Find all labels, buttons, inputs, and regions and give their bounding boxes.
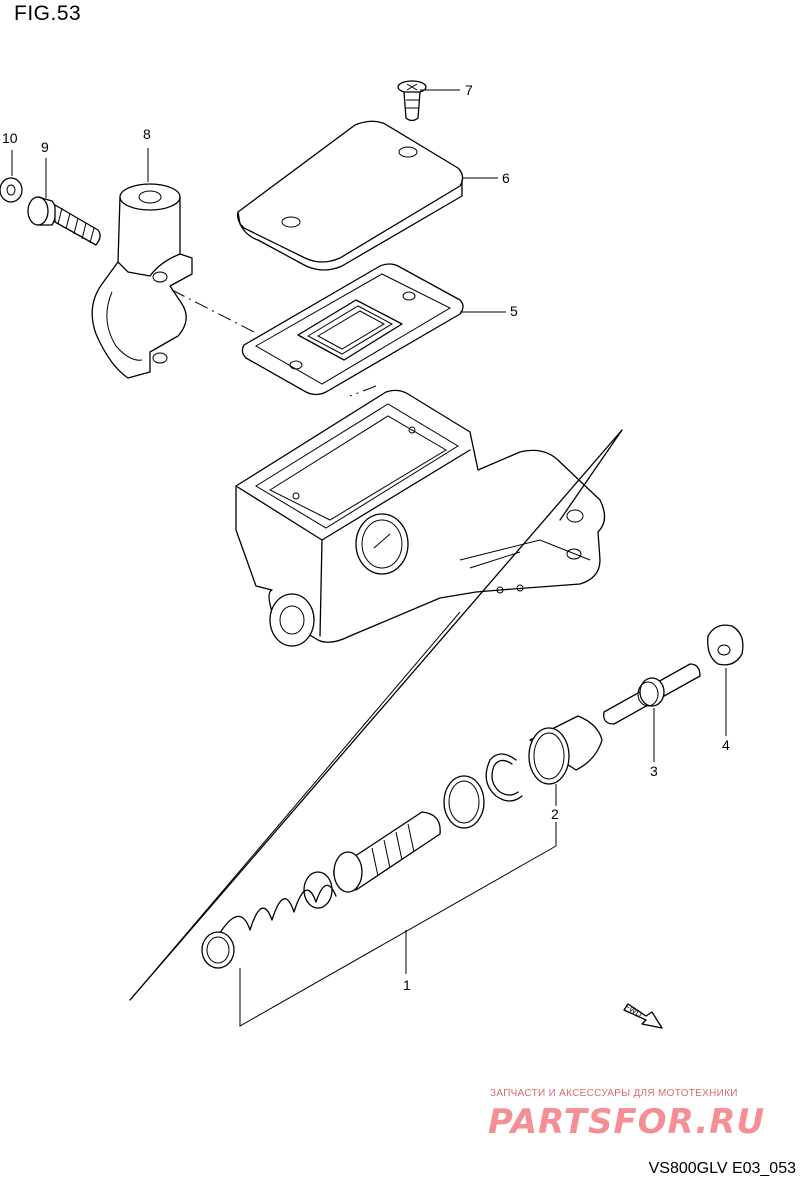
part-4-joint[interactable] xyxy=(707,624,744,666)
callout-1[interactable]: 1 xyxy=(403,977,411,993)
part-7-screw[interactable] xyxy=(397,80,427,122)
part-washer-ring[interactable] xyxy=(443,775,485,829)
callout-7[interactable]: 7 xyxy=(465,82,473,98)
part-3-push-rod[interactable] xyxy=(603,663,701,725)
part-8-clamp[interactable] xyxy=(91,183,193,379)
fwd-arrow-icon xyxy=(623,1003,663,1029)
centerline-diaphragm xyxy=(349,385,377,397)
part-circlip[interactable] xyxy=(485,753,523,802)
assembly-bracket-lines xyxy=(129,429,623,1001)
part-5-diaphragm[interactable] xyxy=(241,263,464,396)
assembly-bracket-lower xyxy=(129,611,461,1001)
figure-code: VS800GLV E03_053 xyxy=(648,1160,796,1177)
callout-6[interactable]: 6 xyxy=(502,170,510,186)
callout-2[interactable]: 2 xyxy=(551,806,559,822)
figure-title: FIG.53 xyxy=(14,2,82,25)
callout-9[interactable]: 9 xyxy=(41,139,49,155)
part-6-reservoir-cap[interactable] xyxy=(236,120,464,271)
part-9-bolt[interactable] xyxy=(27,196,101,246)
callout-8[interactable]: 8 xyxy=(143,126,151,142)
watermark-subtitle: ЗАПЧАСТИ И АКСЕССУАРЫ ДЛЯ МОТОТЕХНИКИ xyxy=(490,1088,738,1099)
part-2-boot[interactable] xyxy=(528,715,603,785)
callout-5[interactable]: 5 xyxy=(510,303,518,319)
part-1-piston[interactable] xyxy=(303,811,441,909)
master-cylinder-body xyxy=(235,389,606,647)
callout-10[interactable]: 10 xyxy=(2,130,18,146)
leader-lines xyxy=(11,89,727,1027)
callout-4[interactable]: 4 xyxy=(722,737,730,753)
centerline-clamp xyxy=(171,289,259,335)
part-1-spring[interactable] xyxy=(201,884,337,969)
part-10-washer[interactable] xyxy=(0,177,23,203)
callout-3[interactable]: 3 xyxy=(650,763,658,779)
watermark-brand: PARTSFOR.RU xyxy=(488,1102,766,1142)
